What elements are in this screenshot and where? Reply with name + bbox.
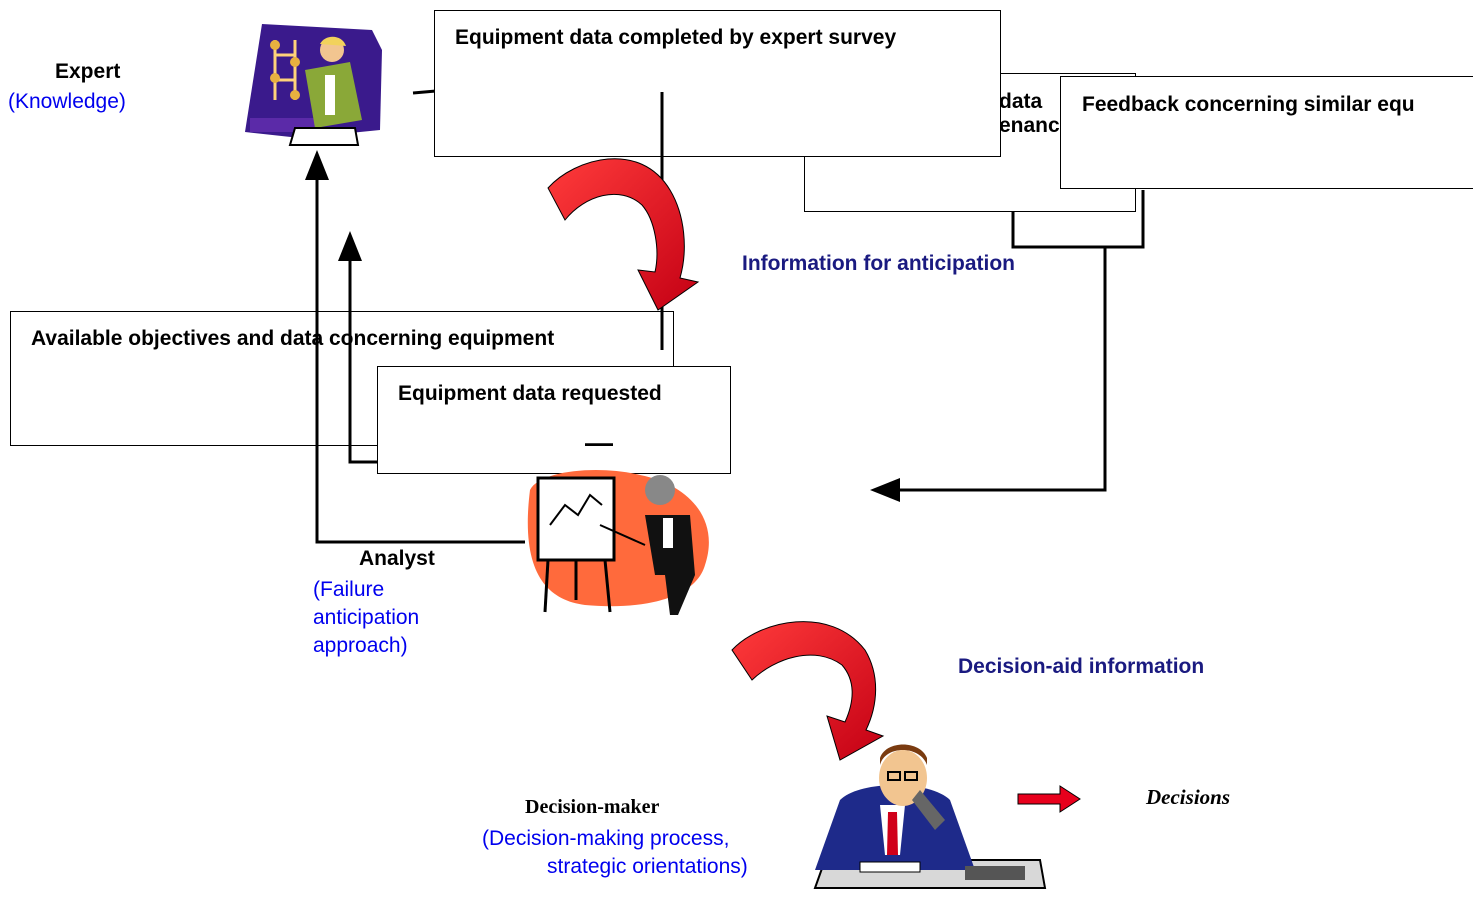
requested-box: Equipment data requested —	[377, 366, 731, 474]
decisions-label: Decisions	[1146, 785, 1230, 809]
expert-survey-box: Equipment data completed by expert surve…	[434, 10, 1001, 157]
curved-red-arrow-2-icon	[731, 621, 885, 761]
expert-survey-box-title: Equipment data completed by expert surve…	[455, 26, 897, 49]
expert-to-survey-line	[412, 89, 437, 95]
maintenance-box-line1: data	[999, 90, 1043, 113]
decisions-red-arrow-icon	[1017, 785, 1081, 813]
decision-maker-role-line2: strategic orientations)	[547, 855, 748, 878]
analyst-role-line3: approach)	[313, 634, 408, 657]
feedback-bracket	[1011, 190, 1145, 249]
maintenance-box-line2: enanc	[999, 114, 1060, 137]
requested-box-title: Equipment data requested	[398, 382, 662, 405]
analyst-name: Analyst	[359, 547, 435, 570]
feedback-box: Feedback concerning similar equ	[1060, 76, 1473, 189]
expert-role: (Knowledge)	[8, 90, 126, 113]
analyst-role-line1: (Failure	[313, 578, 385, 601]
requested-box-mark: —	[585, 427, 613, 458]
decision-maker-name: Decision-maker	[525, 796, 660, 818]
decision-maker-role-line1: (Decision-making process,	[482, 827, 730, 850]
feedback-to-analyst-line	[870, 247, 1107, 502]
decision-aid-label: Decision-aid information	[958, 655, 1205, 678]
info-anticipation-label: Information for anticipation	[742, 252, 1015, 275]
objectives-box-title: Available objectives and data concerning…	[31, 327, 555, 350]
curved-red-arrow-1-icon	[547, 158, 700, 311]
analyst-to-expert-arrow	[305, 150, 525, 544]
feedback-box-title: Feedback concerning similar equ	[1082, 93, 1415, 116]
analyst-role-line2: anticipation	[313, 606, 420, 629]
expert-name: Expert	[55, 60, 121, 83]
